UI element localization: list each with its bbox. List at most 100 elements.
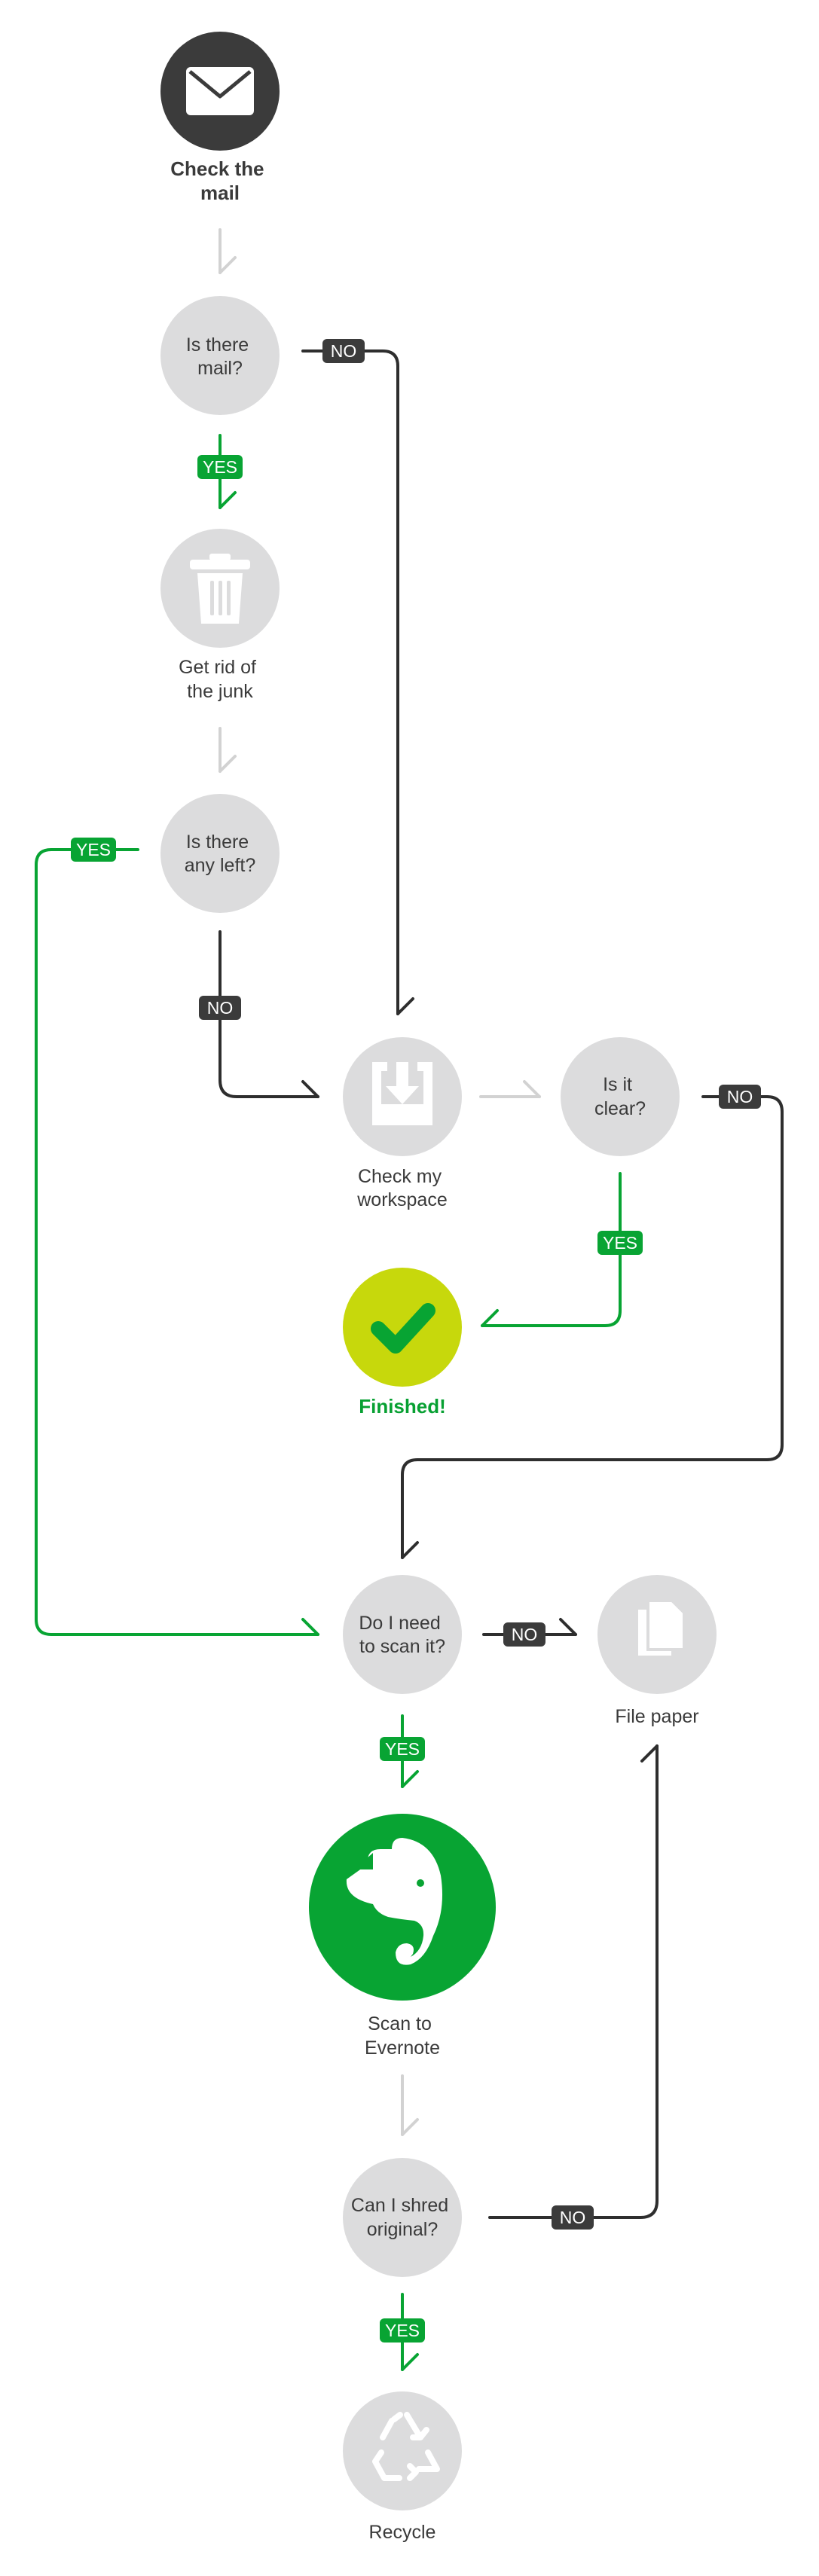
- svg-text:Recycle: Recycle: [369, 2522, 436, 2543]
- svg-text:Finished!: Finished!: [359, 1395, 446, 1418]
- svg-text:Check the mail: Check the mail: [170, 157, 270, 204]
- node-label-line: Recycle: [369, 2522, 436, 2543]
- node-label-line: Is there: [186, 334, 249, 356]
- svg-text:Is there mail?: Is there mail?: [186, 334, 254, 379]
- arrowhead: [396, 997, 414, 1015]
- node-label-line: Is it: [603, 1074, 632, 1095]
- connector-clear-no: [401, 1095, 784, 1559]
- tag-label: NO: [560, 2208, 586, 2227]
- node-circle: [343, 2391, 462, 2510]
- evernote-elephant-icon: [346, 1838, 443, 1965]
- tag-label: NO: [207, 998, 234, 1018]
- tag-mail-yes: YES: [197, 455, 243, 479]
- connectors: [35, 228, 784, 2371]
- tag-label: NO: [727, 1087, 753, 1106]
- node-any-left: Is there any left?: [160, 794, 280, 913]
- svg-text:Can I shred original?: Can I shred original?: [351, 2195, 454, 2240]
- envelope-icon: [186, 67, 254, 115]
- tag-scan-yes: YES: [380, 1737, 425, 1761]
- node-label-line: mail: [200, 182, 240, 204]
- tag-label: YES: [76, 840, 111, 859]
- tag-left-yes: YES: [71, 838, 116, 862]
- node-label-line: Scan to: [368, 2013, 432, 2034]
- node-label-line: Can I shred: [351, 2195, 448, 2216]
- node-label-line: workspace: [356, 1189, 448, 1210]
- node-label-line: Is there: [186, 832, 249, 853]
- node-label-line: mail?: [197, 358, 243, 379]
- arrowhead: [401, 1770, 419, 1788]
- node-label-line: Do I need: [359, 1613, 440, 1634]
- node-is-there-mail: Is there mail?: [160, 296, 280, 415]
- node-circle: [160, 794, 280, 913]
- tag-label: YES: [203, 457, 237, 477]
- connector-mail-no: [301, 349, 399, 1015]
- tag-label: NO: [331, 341, 357, 361]
- node-label-line: to scan it?: [359, 1636, 445, 1657]
- connector-left-yes: [35, 848, 319, 1636]
- tag-shred-no: NO: [552, 2205, 594, 2230]
- connector-clear-yes: [481, 1172, 622, 1327]
- node-need-to-scan: Do I need to scan it?: [343, 1575, 462, 1694]
- arrowhead: [640, 1744, 659, 1763]
- node-label-line: Get rid of: [179, 657, 256, 678]
- node-circle: [160, 296, 280, 415]
- node-label-line: Check my: [358, 1166, 442, 1187]
- recycle-icon: [372, 2412, 440, 2481]
- node-label-line: the junk: [187, 681, 253, 702]
- tag-scan-no: NO: [503, 1622, 545, 1647]
- node-circle: [343, 1268, 462, 1387]
- arrowhead: [219, 256, 237, 274]
- tag-shred-yes: YES: [380, 2318, 425, 2343]
- svg-text:Scan to Evernote: Scan to Evernote: [365, 2013, 440, 2059]
- arrowhead: [219, 755, 237, 773]
- node-recycle: Recycle: [343, 2391, 462, 2543]
- arrowhead: [301, 1618, 319, 1636]
- node-is-it-clear: Is it clear?: [561, 1037, 680, 1156]
- node-label-line: Evernote: [365, 2037, 440, 2059]
- tag-clear-no: NO: [719, 1085, 761, 1109]
- arrowhead: [401, 2353, 419, 2371]
- arrowhead: [481, 1309, 499, 1327]
- node-label-line: original?: [367, 2219, 439, 2240]
- connector-left-no: [219, 930, 319, 1098]
- arrowhead: [401, 1541, 419, 1559]
- svg-text:Get rid of the junk: Get rid of the junk: [179, 657, 261, 702]
- node-label-line: any left?: [185, 855, 256, 876]
- node-file-paper: File paper: [597, 1575, 717, 1727]
- node-get-rid-junk: Get rid of the junk: [160, 529, 280, 702]
- svg-text:Is it clear?: Is it clear?: [594, 1074, 646, 1119]
- tag-label: YES: [385, 2321, 420, 2340]
- node-check-workspace: Check my workspace: [343, 1037, 462, 1210]
- node-finished: Finished!: [343, 1268, 462, 1418]
- node-scan-evernote: Scan to Evernote: [309, 1814, 496, 2059]
- svg-text:File paper: File paper: [615, 1706, 698, 1727]
- arrowhead: [401, 2118, 419, 2136]
- node-check-mail: Check the mail: [160, 32, 280, 204]
- tag-left-no: NO: [199, 996, 241, 1020]
- node-label-line: clear?: [594, 1098, 646, 1119]
- svg-text:Check my workspace: Check my workspace: [356, 1166, 448, 1210]
- arrowhead: [219, 491, 237, 509]
- node-label-line: Check the: [170, 157, 264, 180]
- branch-tags: NO YES YES NO YES NO NO YES: [71, 339, 761, 2343]
- node-can-shred: Can I shred original?: [343, 2158, 462, 2277]
- node-circle: [343, 2158, 462, 2277]
- documents-icon: [635, 1599, 686, 1659]
- trash-stripes: [210, 581, 231, 615]
- tag-label: YES: [603, 1233, 637, 1253]
- tag-mail-no: NO: [322, 339, 365, 363]
- tag-clear-yes: YES: [597, 1231, 643, 1255]
- inbox-tray-icon: [372, 1062, 432, 1125]
- connector-shred-no: [488, 1744, 659, 2219]
- svg-text:Do I need to scan it?: Do I need to scan it?: [359, 1613, 445, 1657]
- node-circle: [561, 1037, 680, 1156]
- node-circle: [343, 1575, 462, 1694]
- arrowhead: [301, 1080, 319, 1098]
- svg-text:Is there any left?: Is there any left?: [185, 832, 256, 876]
- arrowhead: [523, 1080, 541, 1098]
- checkmark-icon: [371, 1303, 435, 1354]
- tag-label: YES: [385, 1739, 420, 1759]
- node-label-line: Finished!: [359, 1395, 446, 1418]
- tag-label: NO: [512, 1625, 538, 1644]
